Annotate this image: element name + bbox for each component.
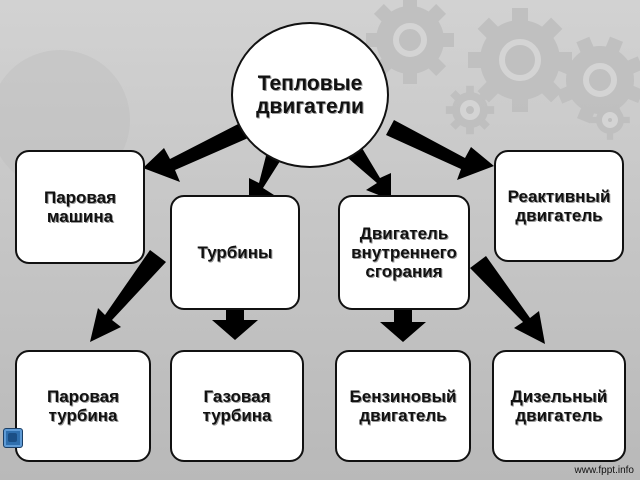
node-label: Паровая турбина <box>46 387 120 425</box>
node-turbiny: Турбины <box>170 195 300 310</box>
node-label: Газовая турбина <box>202 387 272 425</box>
arrow-dvs-to-benzinovy <box>380 310 426 342</box>
node-label: Турбины <box>197 243 273 262</box>
navigation-button-icon[interactable] <box>3 428 23 448</box>
arrow-root-to-parovaya-mashina <box>143 120 255 182</box>
arrow-root-to-reaktivny <box>386 120 494 180</box>
node-label: Паровая машина <box>43 188 117 226</box>
arrow-dvs-to-dizelny <box>470 256 545 344</box>
node-label: Дизельный двигатель <box>510 387 608 425</box>
arrow-parovaya-mashina-to-turbina <box>90 250 166 342</box>
node-dvigatel-vnutrennego-sgoraniya: Двигатель внутреннего сгорания <box>338 195 470 310</box>
node-benzinovy-dvigatel: Бензиновый двигатель <box>335 350 471 462</box>
node-label: Бензиновый двигатель <box>349 387 457 425</box>
arrow-root-to-dvs <box>348 148 391 200</box>
node-gazovaya-turbina: Газовая турбина <box>170 350 304 462</box>
node-parovaya-mashina: Паровая машина <box>15 150 145 264</box>
node-reaktivny-dvigatel: Реактивный двигатель <box>494 150 624 262</box>
node-label: Реактивный двигатель <box>507 187 611 225</box>
arrow-root-to-turbiny <box>249 148 282 205</box>
root-node-label: Тепловые двигатели <box>256 72 364 118</box>
arrow-turbiny-to-gazovaya <box>212 308 258 340</box>
node-label: Двигатель внутреннего сгорания <box>351 224 457 281</box>
node-dizelny-dvigatel: Дизельный двигатель <box>492 350 626 462</box>
node-parovaya-turbina: Паровая турбина <box>15 350 151 462</box>
root-node-teplovye-dvigateli: Тепловые двигатели <box>231 22 389 168</box>
footer-source: www.fppt.info <box>574 465 634 476</box>
